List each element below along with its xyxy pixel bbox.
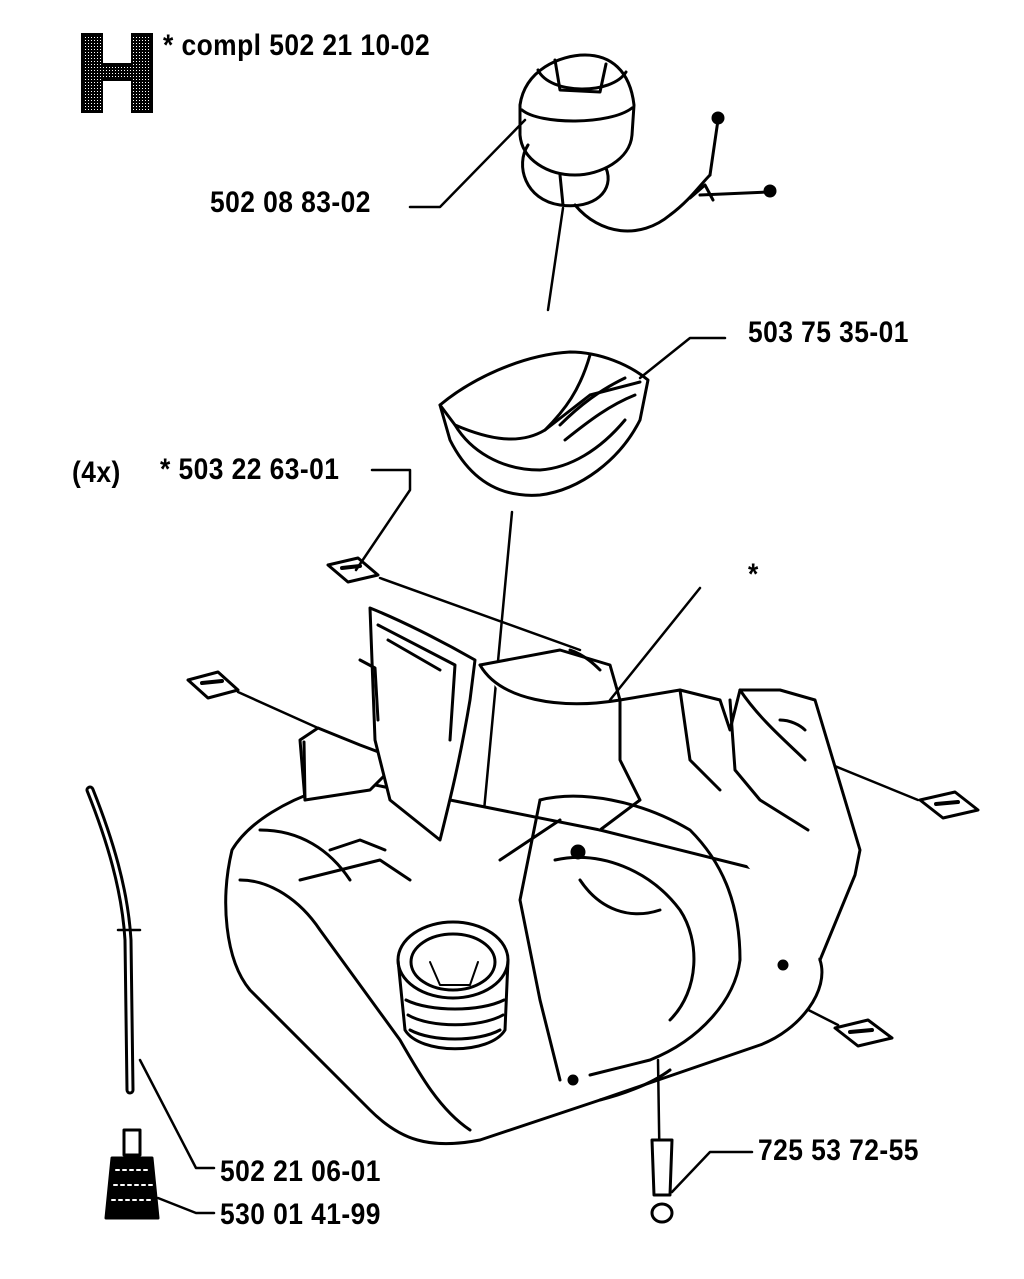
complete-assembly-label: * compl 502 21 10-02 bbox=[163, 29, 431, 62]
screw-label: 725 53 72-55 bbox=[758, 1134, 919, 1167]
section-letter-h bbox=[81, 33, 153, 113]
fuel-tank-housing bbox=[224, 606, 862, 1146]
fuel-filter-part bbox=[104, 1128, 160, 1220]
leader-lines bbox=[138, 118, 754, 1215]
nut-part bbox=[818, 758, 980, 820]
fuel-filter-label: 530 01 41-99 bbox=[220, 1198, 381, 1231]
fuel-hose-part bbox=[85, 785, 142, 1095]
guard-label: 503 75 35-01 bbox=[748, 316, 909, 349]
fuel-cap-part bbox=[518, 53, 777, 312]
tank-star-label: * bbox=[748, 558, 759, 591]
fuel-hose-label: 502 21 06-01 bbox=[220, 1155, 381, 1188]
nut-label: * 503 22 63-01 bbox=[160, 453, 340, 486]
nut-part bbox=[186, 670, 320, 730]
quantity-label: (4x) bbox=[72, 456, 121, 489]
screw-part bbox=[650, 1058, 674, 1224]
nut-part bbox=[326, 556, 582, 652]
fuel-cap-label: 502 08 83-02 bbox=[210, 186, 371, 219]
